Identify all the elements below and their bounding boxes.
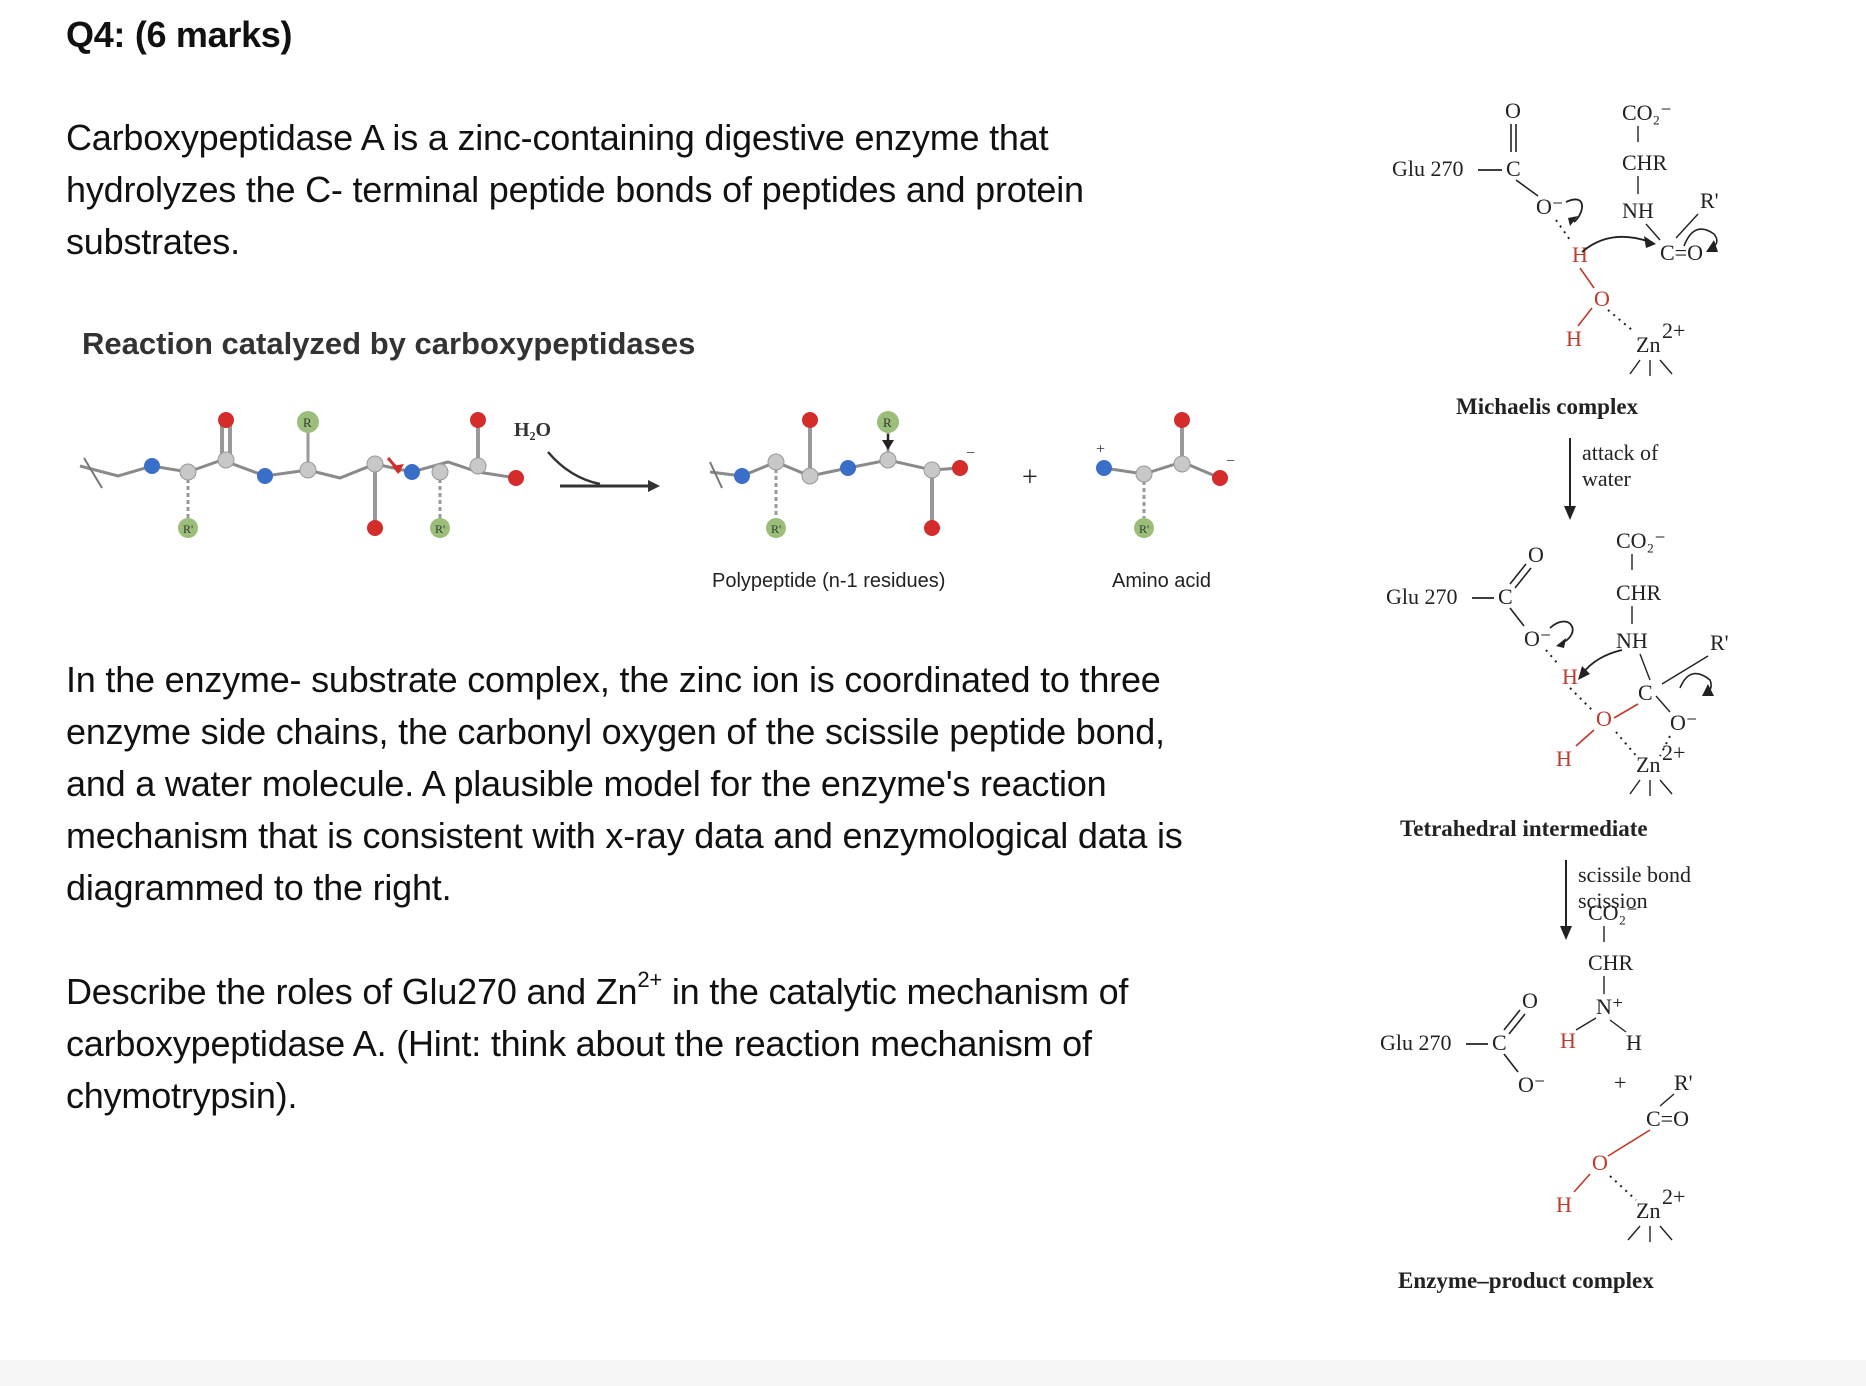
prompt-line: chymotrypsin). <box>66 1075 298 1116</box>
carboxylate-oxygen: O⁻ <box>1524 626 1552 651</box>
carbon-label: C <box>1638 680 1653 705</box>
tetrahedral-intermediate: Glu 270 C O O⁻ H O H C O⁻ Zn 2+ CO₂⁻ CHR… <box>1386 528 1729 841</box>
reaction-arrow: H₂O <box>514 419 660 492</box>
intro-line: hydrolyzes the C- terminal peptide bonds… <box>66 169 1084 210</box>
glu-label: Glu 270 <box>1392 156 1464 181</box>
prompt-line: Describe the roles of Glu270 and Zn2+ in… <box>66 966 1346 1018</box>
glu-label: Glu 270 <box>1380 1030 1452 1055</box>
carboxyl-oxygen: O <box>1592 1150 1608 1175</box>
water-hydrogen: H <box>1566 326 1582 351</box>
chr-label: CHR <box>1622 150 1668 175</box>
step-label: attack of <box>1582 440 1659 465</box>
prompt-line: carboxypeptidase A. (Hint: think about t… <box>66 1023 1092 1064</box>
question-title: Q4: (6 marks) <box>66 14 293 55</box>
complex-line: and a water molecule. A plausible model … <box>66 763 1107 804</box>
water-oxygen: O <box>1596 706 1612 731</box>
step-arrow-scission: scissile bond scission <box>1560 860 1691 940</box>
water-oxygen: O <box>1594 286 1610 311</box>
r-group-label: R <box>883 415 892 430</box>
glu-label: Glu 270 <box>1386 584 1458 609</box>
mechanism-diagram: Glu 270 C O O⁻ H O H Zn 2+ CO₂⁻ CHR NH R… <box>1380 98 1729 1293</box>
prompt-paragraph: Describe the roles of Glu270 and Zn2+ in… <box>66 966 1346 1122</box>
prompt-text: Describe the roles of Glu270 and Zn <box>66 971 638 1012</box>
r-prime-label: R' <box>1700 188 1719 213</box>
svg-text:+: + <box>1096 441 1105 458</box>
water-hydrogen: H <box>1562 664 1578 689</box>
product1-caption: Polypeptide (n-1 residues) <box>712 570 946 592</box>
r-group-label: R' <box>183 522 193 536</box>
plus-sign: + <box>1614 1070 1626 1095</box>
carbon-label: C <box>1492 1030 1507 1055</box>
chr-label: CHR <box>1588 950 1634 975</box>
zinc-charge: 2+ <box>1662 740 1685 765</box>
step-arrow-attack: attack of water <box>1564 438 1659 520</box>
carboxylate-oxygen: O⁻ <box>1536 194 1564 219</box>
intro-line: substrates. <box>66 221 240 262</box>
enzyme-product-complex: Glu 270 C O O⁻ CO₂⁻ CHR N⁺ H H + R' C=O … <box>1380 900 1693 1293</box>
hydrogen-label: H <box>1626 1030 1642 1055</box>
step-label: scission <box>1578 888 1648 913</box>
intro-paragraph: Carboxypeptidase A is a zinc-containing … <box>66 112 1266 268</box>
nh-label: NH <box>1622 198 1654 223</box>
prompt-text: in the catalytic mechanism of <box>662 971 1129 1012</box>
product2-caption: Amino acid <box>1112 570 1211 592</box>
product-polypeptide: − R' R <box>709 411 975 538</box>
complex-line: In the enzyme- substrate complex, the zi… <box>66 659 1161 700</box>
oxygen-label: O <box>1528 542 1544 567</box>
r-group-label: R <box>303 415 312 430</box>
complex-line: mechanism that is consistent with x-ray … <box>66 815 1183 856</box>
page-bottom-band <box>0 1360 1866 1386</box>
r-group-label: R' <box>771 522 781 536</box>
nh-label: NH <box>1616 628 1648 653</box>
zinc-ion: Zn <box>1636 332 1660 357</box>
reaction-figure-title: Reaction catalyzed by carboxypeptidases <box>82 326 696 361</box>
complex-paragraph: In the enzyme- substrate complex, the zi… <box>66 654 1376 914</box>
step-label: water <box>1582 466 1632 491</box>
transferred-hydrogen: H <box>1560 1028 1576 1053</box>
step-label: scissile bond <box>1578 862 1691 887</box>
stage-label-michaelis: Michaelis complex <box>1456 394 1639 419</box>
reaction-figure: R' R R' H₂O − R' R <box>79 411 1235 538</box>
zinc-ion: Zn <box>1636 752 1660 777</box>
carbon-label: C <box>1506 156 1521 181</box>
complex-line: diagrammed to the right. <box>66 867 452 908</box>
michaelis-complex: Glu 270 C O O⁻ H O H Zn 2+ CO₂⁻ CHR NH R… <box>1392 98 1719 419</box>
ammonium-label: N⁺ <box>1596 994 1624 1019</box>
stage-label-tetrahedral: Tetrahedral intermediate <box>1400 816 1648 841</box>
r-group-label: R' <box>435 522 445 536</box>
water-hydrogen: H <box>1556 746 1572 771</box>
complex-line: enzyme side chains, the carbonyl oxygen … <box>66 711 1165 752</box>
stage-label-product: Enzyme–product complex <box>1398 1268 1654 1293</box>
svg-text:−: − <box>1226 453 1235 470</box>
oxygen-label: O <box>1505 98 1521 123</box>
r-prime-label: R' <box>1674 1070 1693 1095</box>
svg-text:−: − <box>966 445 975 462</box>
chr-label: CHR <box>1616 580 1662 605</box>
carboxylate-oxygen: O⁻ <box>1518 1072 1546 1097</box>
carbonyl-label: C=O <box>1646 1106 1689 1131</box>
carbon-label: C <box>1498 584 1513 609</box>
zinc-charge: 2+ <box>1662 318 1685 343</box>
amino-acid-product: + − R' <box>1096 412 1235 538</box>
r-prime-label: R' <box>1710 630 1729 655</box>
carboxyl-hydrogen: H <box>1556 1192 1572 1217</box>
water-hydrogen: H <box>1572 242 1588 267</box>
carbonyl-label: C=O <box>1660 240 1703 265</box>
zinc-charge: 2+ <box>637 967 663 992</box>
r-group-label: R' <box>1139 522 1149 536</box>
carboxylate-label: CO₂⁻ <box>1622 100 1672 125</box>
zinc-ion: Zn <box>1636 1198 1660 1223</box>
water-reagent-label: H₂O <box>514 419 551 441</box>
oxyanion-label: O⁻ <box>1670 710 1698 735</box>
carboxylate-label: CO₂⁻ <box>1588 900 1638 925</box>
intro-line: Carboxypeptidase A is a zinc-containing … <box>66 117 1049 158</box>
zinc-charge: 2+ <box>1662 1184 1685 1209</box>
reactant-polypeptide: R' R R' <box>79 411 524 538</box>
carboxylate-label: CO₂⁻ <box>1616 528 1666 553</box>
plus-sign: + <box>1022 462 1038 493</box>
oxygen-label: O <box>1522 988 1538 1013</box>
